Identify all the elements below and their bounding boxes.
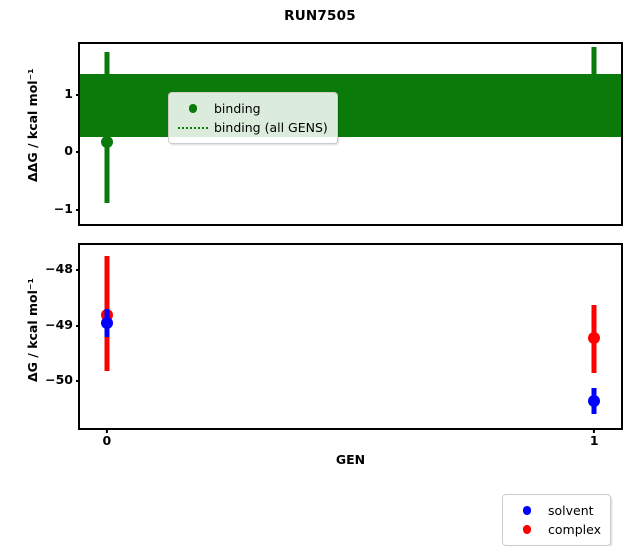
x-tick-label: 0 (102, 433, 112, 448)
bottom-panel-y-axis-label: ΔG / kcal mol⁻¹ (25, 278, 40, 382)
y-tick-mark (75, 324, 80, 327)
y-tick-mark (75, 93, 80, 96)
x-tick-mark (105, 428, 108, 433)
legend-entry-solvent[interactable]: solvent (510, 501, 601, 520)
data-point-marker (588, 80, 601, 93)
bottom-panel-legend[interactable]: solvent complex (502, 494, 611, 546)
data-point-marker (100, 135, 113, 148)
y-tick-mark (75, 151, 80, 154)
y-tick-label: −50 (45, 371, 73, 387)
data-point-marker (588, 332, 601, 345)
data-point-marker (588, 394, 601, 407)
y-tick-label: 0 (64, 143, 73, 159)
bottom-panel-axes: −48 −49 −50 0 1 solvent complex (45, 243, 623, 546)
legend-circle-marker-icon (522, 525, 532, 534)
y-tick-mark (75, 380, 80, 383)
y-tick-mark (75, 268, 80, 272)
top-panel-axes: 1 0 −1 binding binding (all GENS) (54, 42, 623, 226)
error-bar (104, 52, 110, 204)
all-gens-mean-line (80, 105, 621, 107)
legend-circle-marker-icon (522, 506, 532, 515)
bottom-panel-plot-area (80, 245, 621, 428)
y-tick-label: −48 (45, 260, 73, 276)
legend-label: binding (all GENS) (214, 120, 328, 135)
legend-label: complex (548, 522, 601, 537)
figure-title: RUN7505 (284, 8, 356, 24)
y-tick-label: −49 (45, 316, 73, 332)
legend-label: binding (214, 101, 261, 116)
top-panel-y-axis-label: ΔΔG / kcal mol⁻¹ (25, 68, 40, 182)
legend-entry-binding-all-gens-[interactable]: binding (all GENS) (176, 118, 328, 137)
legend-circle-marker-icon (188, 104, 198, 113)
legend-entry-binding[interactable]: binding (176, 99, 328, 118)
y-tick-mark (75, 209, 80, 212)
top-panel-plot-area (80, 44, 621, 224)
legend-label: solvent (548, 503, 594, 518)
x-axis-label: GEN (335, 452, 366, 467)
y-tick-label: −1 (53, 200, 73, 216)
data-point-marker (100, 317, 113, 330)
legend-dotted-line-icon (178, 126, 208, 129)
legend-entry-complex[interactable]: complex (510, 520, 601, 539)
y-tick-label: 1 (64, 85, 73, 101)
x-tick-mark (593, 428, 596, 433)
x-tick-label: 1 (589, 433, 599, 448)
top-panel-legend[interactable]: binding binding (all GENS) (168, 92, 338, 144)
